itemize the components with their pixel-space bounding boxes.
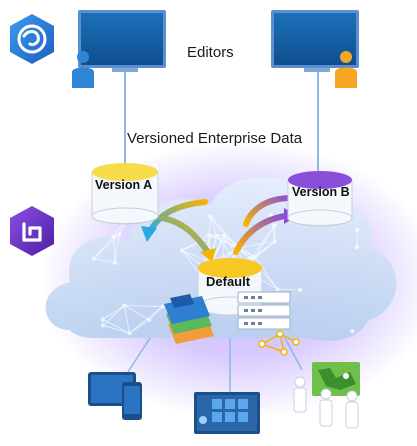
mesh-line bbox=[254, 256, 278, 290]
mesh-node bbox=[222, 233, 227, 238]
mesh-node bbox=[350, 329, 355, 334]
mesh-line bbox=[93, 258, 116, 264]
arcgis-enterprise-logo-icon bbox=[10, 206, 54, 256]
editors-label: Editors bbox=[187, 44, 234, 61]
versioned-data-label: Versioned Enterprise Data bbox=[127, 130, 303, 147]
mesh-line bbox=[238, 241, 275, 249]
map-layers-icon bbox=[164, 294, 214, 344]
mesh-line bbox=[102, 305, 125, 320]
mesh-line bbox=[129, 306, 163, 334]
mesh-node bbox=[272, 223, 277, 228]
mesh-node bbox=[207, 233, 212, 238]
mesh-node bbox=[179, 248, 184, 253]
mesh-node bbox=[101, 323, 106, 328]
server-rack-icon bbox=[237, 291, 291, 330]
bottom-connectors bbox=[127, 337, 303, 392]
connector-lines bbox=[124, 72, 319, 172]
mesh-node bbox=[272, 239, 277, 244]
network-graph-icon bbox=[258, 330, 300, 356]
user-icon-right bbox=[335, 51, 357, 88]
mesh-node bbox=[208, 214, 213, 219]
mesh-node bbox=[214, 233, 219, 238]
version-a-label: Version A bbox=[95, 178, 153, 192]
version-b-label: Version B bbox=[292, 185, 350, 199]
mesh-line bbox=[129, 319, 150, 334]
mesh-node bbox=[111, 234, 116, 239]
mesh-node bbox=[248, 256, 253, 261]
mesh-node bbox=[91, 256, 96, 261]
mesh-line bbox=[124, 305, 163, 307]
mesh-line bbox=[254, 225, 276, 258]
mesh-line bbox=[209, 234, 239, 249]
mesh-line bbox=[102, 305, 125, 326]
mesh-node bbox=[355, 245, 360, 250]
mesh-node bbox=[113, 260, 118, 265]
mesh-node bbox=[252, 255, 257, 260]
mesh-node bbox=[268, 212, 273, 217]
monitor-icon-left bbox=[78, 10, 166, 72]
version-b-database-icon bbox=[287, 171, 353, 227]
mesh-node bbox=[127, 331, 132, 336]
mesh-line bbox=[238, 247, 256, 258]
mesh-line bbox=[124, 305, 150, 321]
mesh-line bbox=[102, 325, 130, 334]
mesh-line bbox=[277, 288, 301, 291]
mesh-line bbox=[208, 216, 212, 236]
monitor-icon-right bbox=[271, 10, 359, 72]
mesh-line bbox=[216, 235, 239, 249]
user-icon-left bbox=[72, 51, 94, 88]
mesh-line bbox=[114, 234, 120, 263]
mesh-node bbox=[147, 317, 152, 322]
arcgis-portal-logo-icon bbox=[10, 14, 54, 64]
sync-arrows bbox=[141, 195, 298, 262]
mesh-node bbox=[160, 304, 165, 309]
mesh-node bbox=[298, 287, 303, 292]
mesh-line bbox=[113, 236, 116, 263]
mesh-node bbox=[275, 287, 280, 292]
mesh-line bbox=[254, 241, 276, 258]
version-a-database-icon bbox=[91, 163, 159, 225]
tablet-phone-icon bbox=[88, 372, 142, 420]
mesh-node bbox=[122, 303, 127, 308]
mesh-line bbox=[250, 225, 276, 259]
default-label: Default bbox=[206, 274, 251, 289]
mesh-line bbox=[93, 233, 120, 259]
dashboard-icon bbox=[194, 392, 260, 434]
mesh-line bbox=[210, 216, 239, 249]
mesh-node bbox=[117, 232, 122, 237]
mesh-node bbox=[100, 317, 105, 322]
mesh-line bbox=[124, 305, 130, 334]
mesh-line bbox=[148, 306, 163, 321]
mesh-line bbox=[210, 216, 217, 236]
mesh-node bbox=[355, 227, 360, 232]
field-users-map-icon bbox=[293, 362, 360, 429]
mesh-line bbox=[181, 250, 211, 263]
mesh-line bbox=[181, 234, 210, 251]
